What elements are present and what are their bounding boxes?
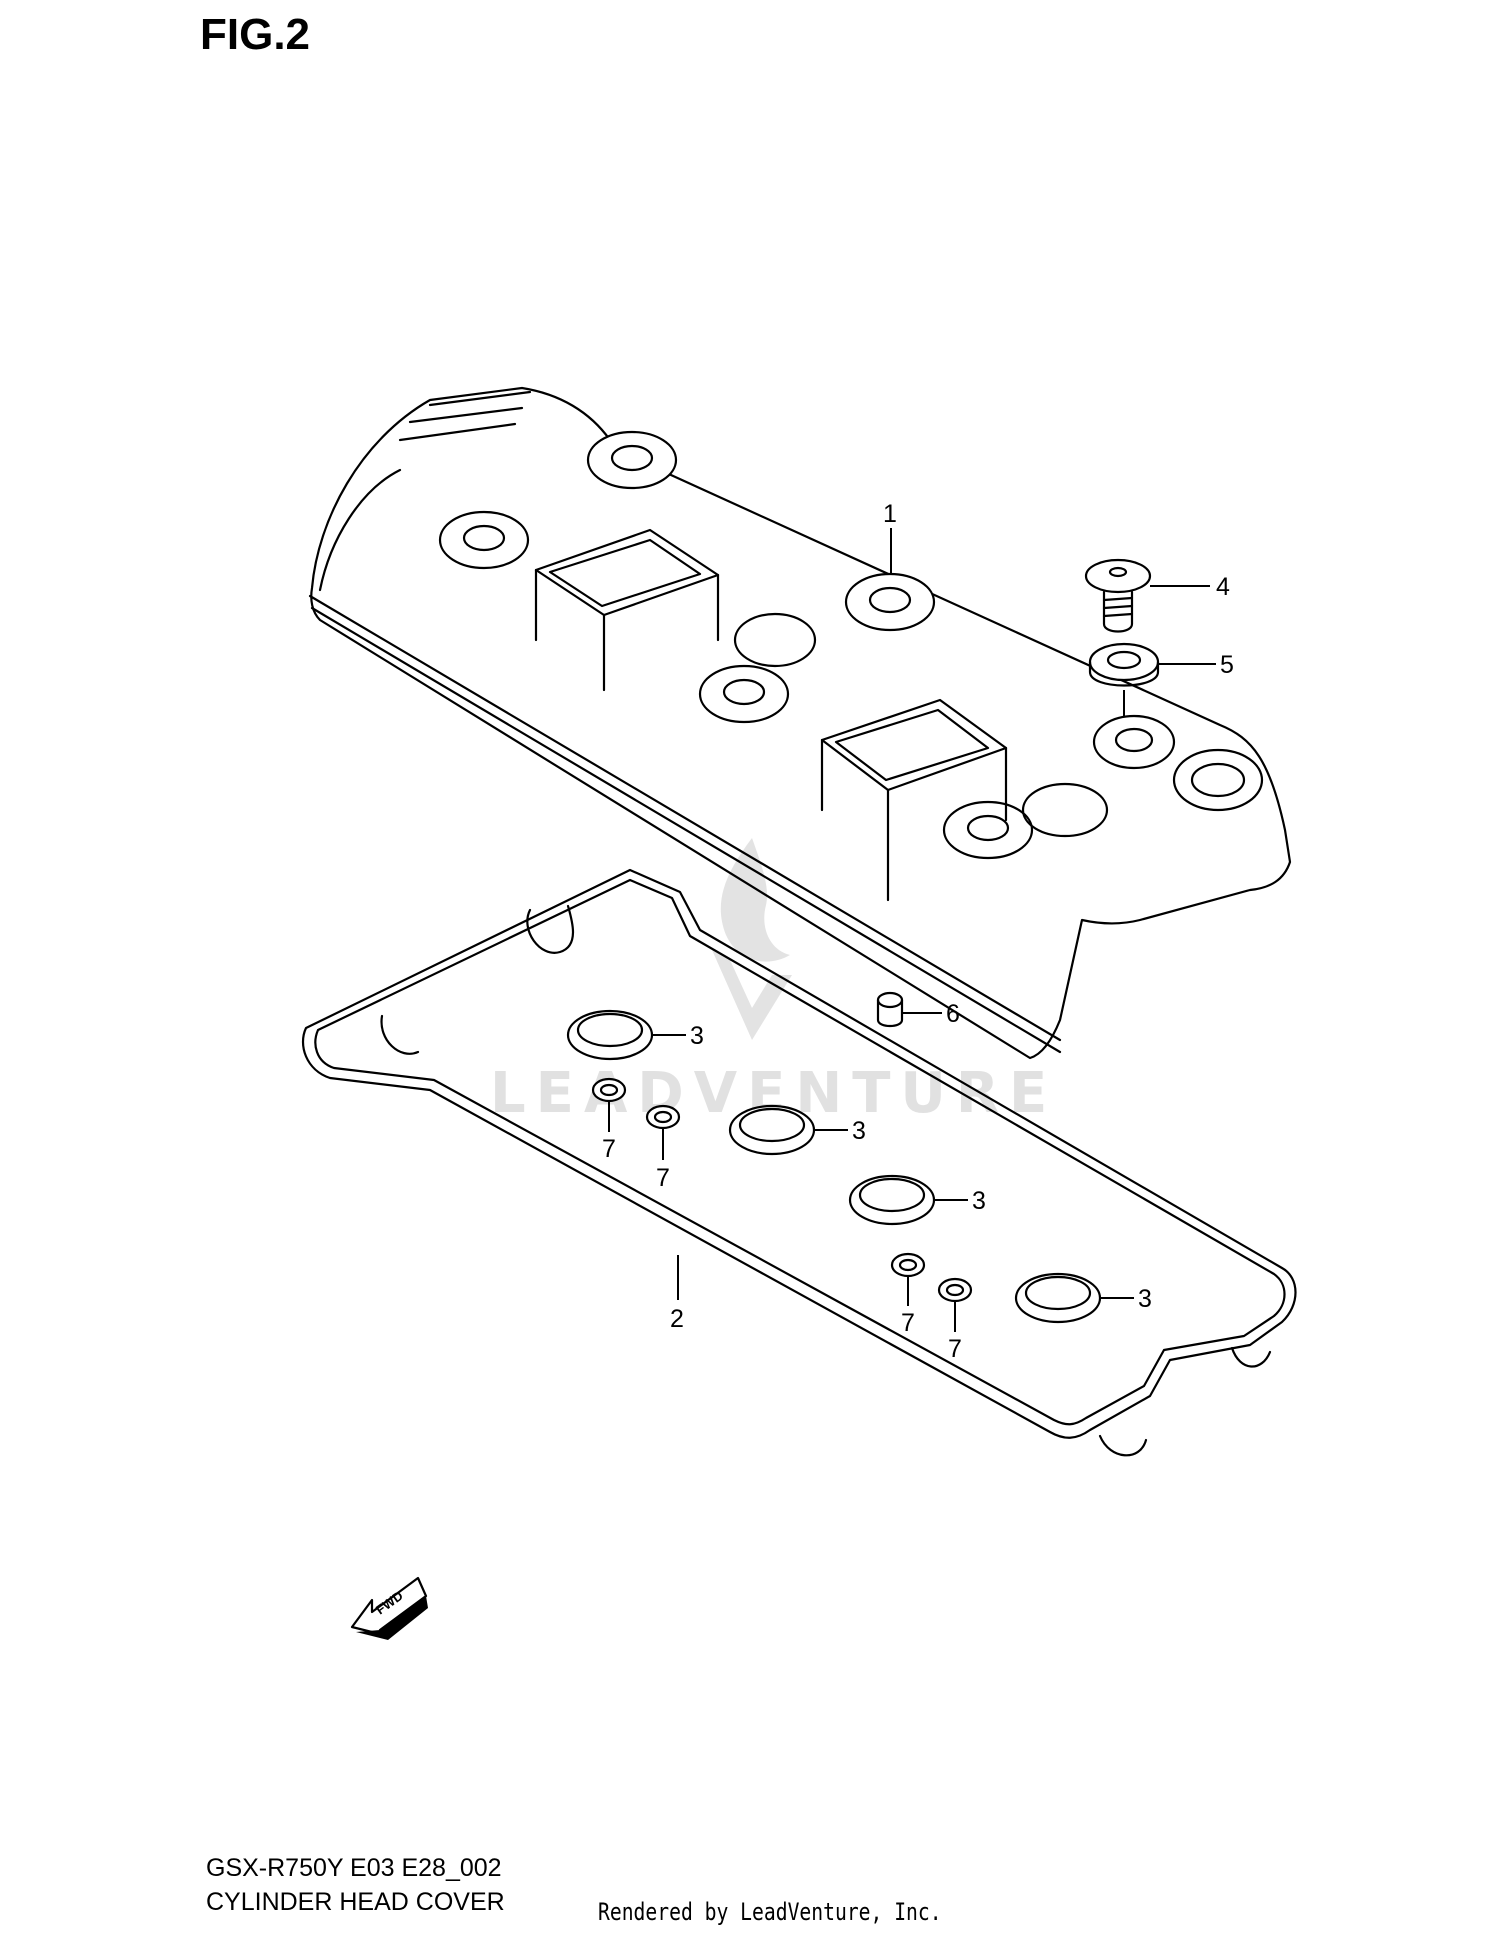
model-code: GSX-R750Y E03 E28_002 (206, 1854, 502, 1882)
callout-4: 4 (1216, 573, 1230, 601)
spark-plug-seal-3 (848, 1174, 936, 1226)
cylinder-head-cover-gasket (301, 868, 1297, 1457)
figure-title: FIG.2 (200, 10, 311, 59)
callout-3: 3 (1138, 1285, 1152, 1313)
leader-lines (608, 528, 1216, 1332)
dowel-pin (876, 991, 904, 1028)
callout-2: 2 (670, 1305, 684, 1333)
callout-7: 7 (948, 1335, 962, 1363)
callout-3: 3 (852, 1117, 866, 1145)
spark-plug-seal-2 (728, 1104, 816, 1156)
cylinder-head-cover (308, 386, 1292, 1060)
oring-1 (591, 1077, 627, 1103)
spark-plug-seal-1 (566, 1009, 654, 1061)
callout-6: 6 (946, 1000, 960, 1028)
oring-3 (890, 1252, 926, 1278)
fwd-arrow-icon: FWD (350, 1576, 428, 1640)
flame-logo-icon (712, 838, 792, 1040)
callout-5: 5 (1220, 651, 1234, 679)
diagram-name: CYLINDER HEAD COVER (206, 1888, 505, 1916)
callout-1: 1 (883, 500, 897, 528)
callout-7: 7 (602, 1135, 616, 1163)
callout-7: 7 (656, 1164, 670, 1192)
spark-plug-seal-4 (1014, 1272, 1102, 1324)
cover-bolt-washer (1088, 642, 1160, 687)
cover-bolt (1084, 558, 1152, 633)
callout-3: 3 (972, 1187, 986, 1215)
oring-2 (645, 1104, 681, 1130)
oring-4 (937, 1277, 973, 1303)
callout-3: 3 (690, 1022, 704, 1050)
callout-7: 7 (901, 1309, 915, 1337)
render-credit: Rendered by LeadVenture, Inc. (598, 1898, 942, 1926)
